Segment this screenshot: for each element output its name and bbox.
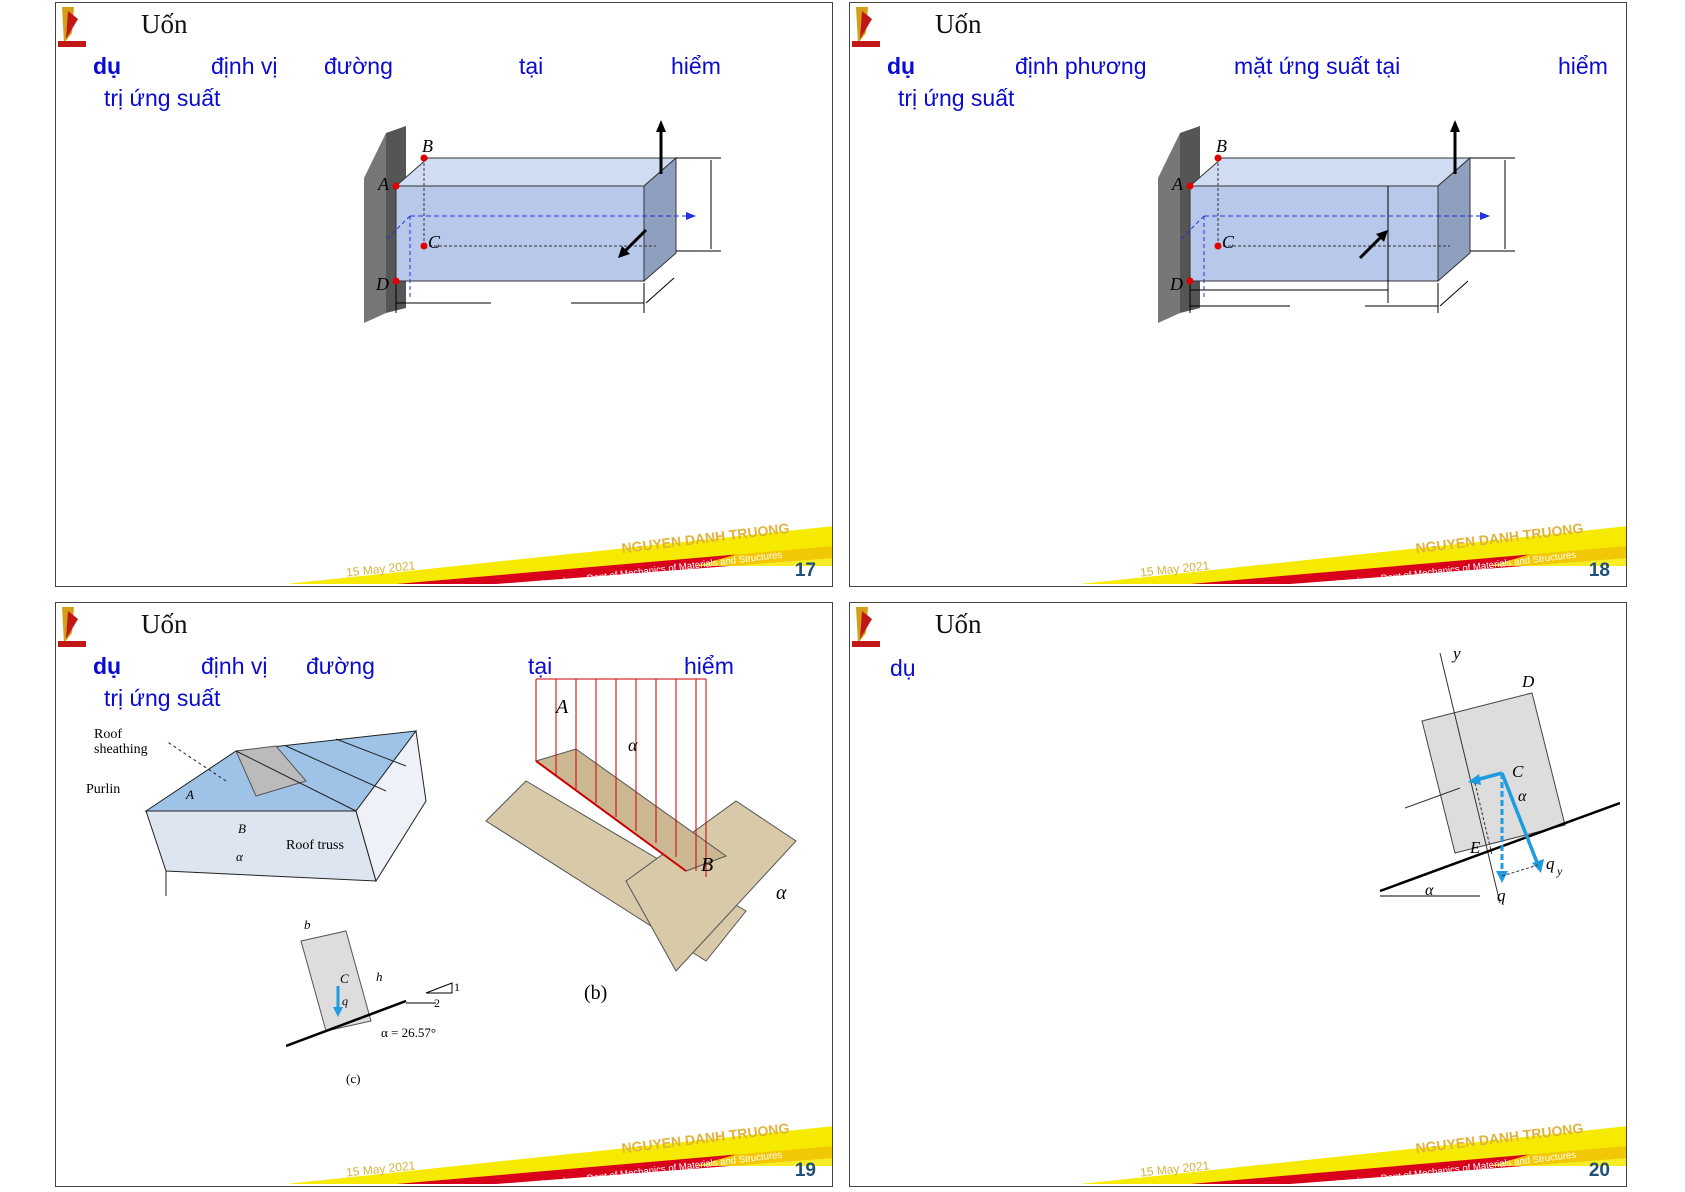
heading-word: tại bbox=[528, 653, 553, 679]
university-logo-icon bbox=[56, 603, 88, 649]
axis-label: y bbox=[1451, 644, 1461, 663]
point-label: E bbox=[1469, 838, 1481, 857]
page-number: 18 bbox=[1588, 560, 1610, 581]
footer-stripe bbox=[286, 526, 832, 584]
heading-word: định phương bbox=[1015, 53, 1147, 79]
load-subscript: y bbox=[1556, 864, 1563, 878]
heading-word: dụ bbox=[93, 53, 122, 79]
page-number: 20 bbox=[1588, 1160, 1610, 1181]
figure-caption: (c) bbox=[346, 1071, 360, 1086]
heading-word: hiểm bbox=[671, 53, 721, 79]
point-label: A bbox=[554, 696, 569, 718]
point-label: B bbox=[422, 136, 433, 156]
point-label: C bbox=[428, 232, 441, 252]
angle-label: α bbox=[628, 735, 638, 755]
figure-caption: (b) bbox=[584, 982, 607, 1004]
footer-stripe bbox=[1080, 1126, 1626, 1184]
point-label: B bbox=[701, 854, 713, 876]
heading-word: hiểm bbox=[684, 653, 734, 679]
load-label: q bbox=[1497, 886, 1506, 905]
heading-word: định vị bbox=[211, 53, 278, 79]
slope-label: 1 bbox=[454, 980, 460, 994]
slide-title: Uốn bbox=[141, 9, 188, 39]
heading-word: mặt ứng suất tại bbox=[1234, 53, 1401, 79]
angle-label: α bbox=[1518, 788, 1527, 805]
load-label: q bbox=[342, 994, 348, 1008]
page-number: 17 bbox=[794, 560, 816, 581]
heading-line-2: trị ứng suất bbox=[104, 85, 221, 111]
load-label: q bbox=[1546, 854, 1555, 873]
slope-label: 2 bbox=[434, 996, 440, 1010]
slide-17: Uốn dụ định vị đường tại hiểm trị ứng su… bbox=[55, 2, 833, 587]
dim-label: h bbox=[376, 969, 383, 984]
heading-line-2: trị ứng suất bbox=[104, 685, 221, 711]
angle-label: α bbox=[776, 882, 787, 904]
point-label: B bbox=[238, 821, 246, 836]
cantilever-beam-figure: B A C D bbox=[364, 120, 721, 323]
heading-word: đường bbox=[306, 653, 375, 679]
slide-19: Uốn dụ định vị đường tại hiểm trị ứng su… bbox=[55, 602, 833, 1187]
cantilever-beam-figure: B A C D bbox=[1158, 120, 1515, 323]
footer-stripe bbox=[1080, 526, 1626, 584]
point-label: D bbox=[375, 274, 389, 294]
university-logo-icon bbox=[850, 603, 882, 649]
purlin-section-figure: b h C q 1 2 α = 26.57° (c) bbox=[286, 917, 460, 1086]
university-logo-icon bbox=[56, 3, 88, 49]
slide-title: Uốn bbox=[935, 609, 982, 639]
university-logo-icon bbox=[850, 3, 882, 49]
angle-value: α = 26.57° bbox=[381, 1025, 436, 1040]
dim-label: b bbox=[304, 917, 311, 932]
heading-word: dụ bbox=[93, 653, 122, 679]
diagram-label: Roof bbox=[94, 727, 122, 742]
point-label: D bbox=[1169, 274, 1183, 294]
heading-word: định vị bbox=[201, 653, 268, 679]
footer-stripe bbox=[286, 1126, 832, 1184]
point-label: C bbox=[340, 971, 349, 986]
point-label: A bbox=[185, 787, 194, 802]
heading-line-2: trị ứng suất bbox=[898, 85, 1015, 111]
heading-word: đường bbox=[324, 53, 393, 79]
purlin-3d-figure: A B α α (b) bbox=[485, 678, 797, 1004]
diagram-label: sheathing bbox=[94, 742, 148, 757]
angle-label: α bbox=[236, 849, 244, 864]
point-label: A bbox=[1171, 174, 1184, 194]
angle-label: α bbox=[1425, 882, 1434, 899]
point-label: A bbox=[377, 174, 390, 194]
point-label: B bbox=[1216, 136, 1227, 156]
inclined-section-figure: y D C α E q y q α bbox=[1379, 644, 1620, 905]
roof-truss-figure: Roof sheathing Purlin Roof truss A B α bbox=[86, 727, 427, 896]
heading-word: hiểm bbox=[1558, 53, 1608, 79]
slide-title: Uốn bbox=[141, 609, 188, 639]
slide-18: Uốn dụ định phương mặt ứng suất tại hiểm… bbox=[849, 2, 1627, 587]
diagram-label: Purlin bbox=[86, 782, 120, 797]
page-number: 19 bbox=[794, 1160, 816, 1181]
heading-word: dụ bbox=[890, 655, 916, 681]
point-label: C bbox=[1512, 762, 1524, 781]
point-label: C bbox=[1222, 232, 1235, 252]
diagram-label: Roof truss bbox=[286, 838, 344, 853]
heading-word: dụ bbox=[887, 53, 916, 79]
slide-title: Uốn bbox=[935, 9, 982, 39]
heading-word: tại bbox=[519, 53, 544, 79]
point-label: D bbox=[1521, 672, 1535, 691]
slide-20: Uốn dụ y D C α E q y q α 15 May 2021 NGU… bbox=[849, 602, 1627, 1187]
